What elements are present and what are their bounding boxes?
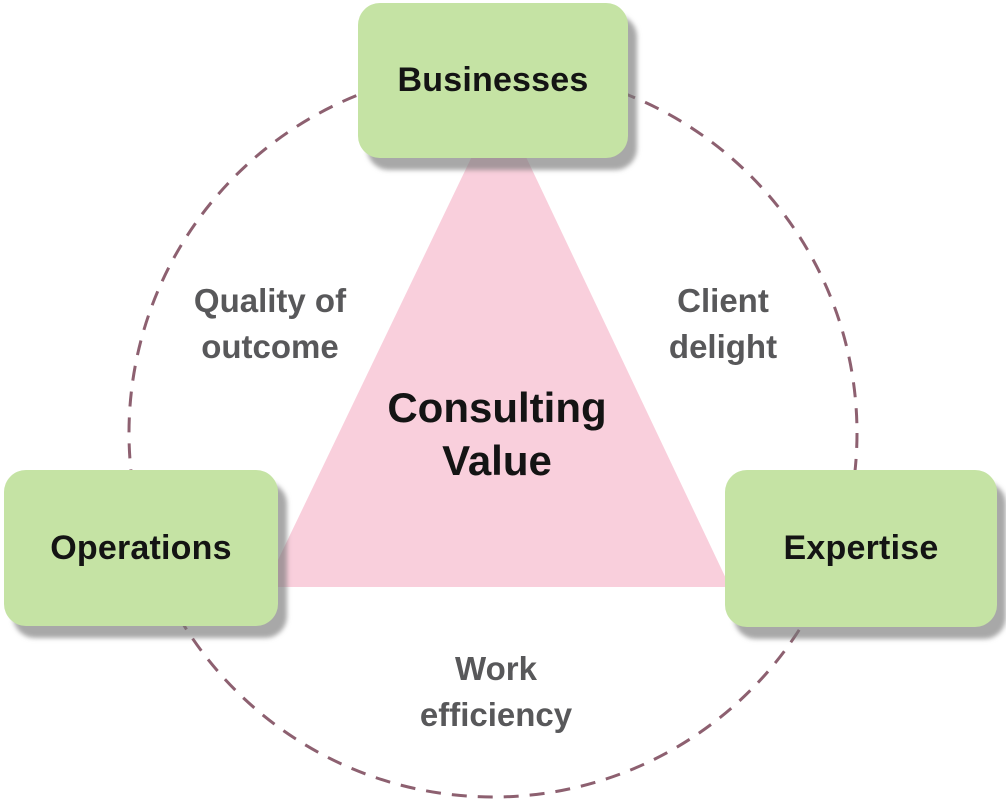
center-label: Consulting Value [387, 381, 606, 488]
edge-label-line: Quality of [193, 282, 347, 319]
node-operations: Operations [4, 470, 278, 626]
node-expertise: Expertise [725, 470, 997, 627]
center-label-line-2: Value [442, 437, 552, 485]
edge-label-quality-of-outcome: Quality of outcome [194, 278, 346, 369]
node-expertise-label: Expertise [783, 529, 939, 567]
edge-label-line: efficiency [419, 695, 573, 733]
node-businesses: Businesses [358, 3, 628, 158]
edge-label-line: Work [455, 650, 537, 687]
edge-label-line: outcome [201, 327, 339, 365]
edge-label-work-efficiency: Work efficiency [420, 646, 572, 737]
dashed-cycle-circle [127, 67, 859, 799]
edge-label-line: Client [677, 282, 769, 319]
node-businesses-label: Businesses [397, 61, 589, 99]
node-operations-label: Operations [50, 528, 232, 567]
edge-label-client-delight: Client delight [669, 278, 777, 369]
value-triangle [265, 100, 730, 587]
edge-label-line: delight [668, 327, 778, 365]
center-label-line-1: Consulting [387, 384, 607, 431]
